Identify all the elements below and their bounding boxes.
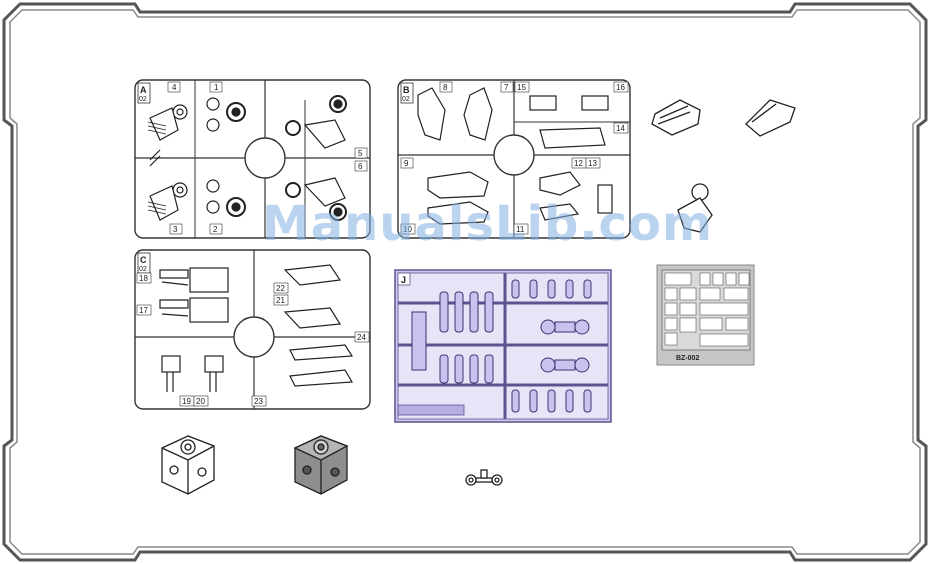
runner-a-letter: A bbox=[140, 85, 147, 95]
cube-part-white bbox=[162, 436, 214, 494]
runner-c-number: 18 bbox=[139, 274, 148, 283]
runner-b-number: 16 bbox=[616, 83, 625, 92]
runner-c-number: 17 bbox=[139, 306, 148, 315]
runner-b-number: 11 bbox=[516, 225, 525, 234]
runner-b-number: 14 bbox=[616, 124, 625, 133]
runner-c-number: 23 bbox=[254, 397, 263, 406]
runner-b-number: 8 bbox=[443, 83, 448, 92]
runner-b-number: 10 bbox=[403, 225, 412, 234]
runner-a-number: 1 bbox=[214, 83, 219, 92]
runner-c-number: 21 bbox=[276, 296, 285, 305]
runner-j-letter: J bbox=[401, 275, 406, 285]
runner-c-number: 24 bbox=[357, 333, 366, 342]
decal-sheet: BZ-002 bbox=[657, 265, 754, 365]
runner-a-number: 5 bbox=[358, 149, 363, 158]
runner-b-letter: B bbox=[403, 85, 410, 95]
runner-c-number: 22 bbox=[276, 284, 285, 293]
runner-b-number: 9 bbox=[404, 159, 409, 168]
runner-b-code: 02 bbox=[402, 96, 410, 103]
runner-b: B 02 8 7 15 16 14 9 12 13 10 11 bbox=[398, 80, 630, 238]
decal-sheet-code: BZ-002 bbox=[676, 355, 699, 362]
runner-b-number: 12 bbox=[574, 159, 583, 168]
runner-c-number: 20 bbox=[196, 397, 205, 406]
runner-b-number: 13 bbox=[588, 159, 597, 168]
runner-c-letter: C bbox=[140, 255, 147, 265]
runner-a-number: 3 bbox=[173, 225, 178, 234]
runner-a-number: 4 bbox=[172, 83, 177, 92]
connector-part bbox=[466, 470, 502, 485]
loose-parts bbox=[652, 100, 795, 232]
runner-a-code: 02 bbox=[139, 96, 147, 103]
runner-c-number: 19 bbox=[182, 397, 191, 406]
runner-a-number: 6 bbox=[358, 162, 363, 171]
runner-c: C 02 18 17 22 21 24 19 20 23 bbox=[135, 250, 370, 409]
runner-c-code: 02 bbox=[139, 266, 147, 273]
runner-b-number: 15 bbox=[517, 83, 526, 92]
runner-a: A 02 4 1 5 6 3 2 bbox=[135, 80, 370, 238]
cube-part-grey bbox=[295, 436, 347, 494]
runner-a-number: 2 bbox=[213, 225, 218, 234]
runner-j: J bbox=[395, 270, 611, 422]
runner-b-number: 7 bbox=[504, 83, 509, 92]
